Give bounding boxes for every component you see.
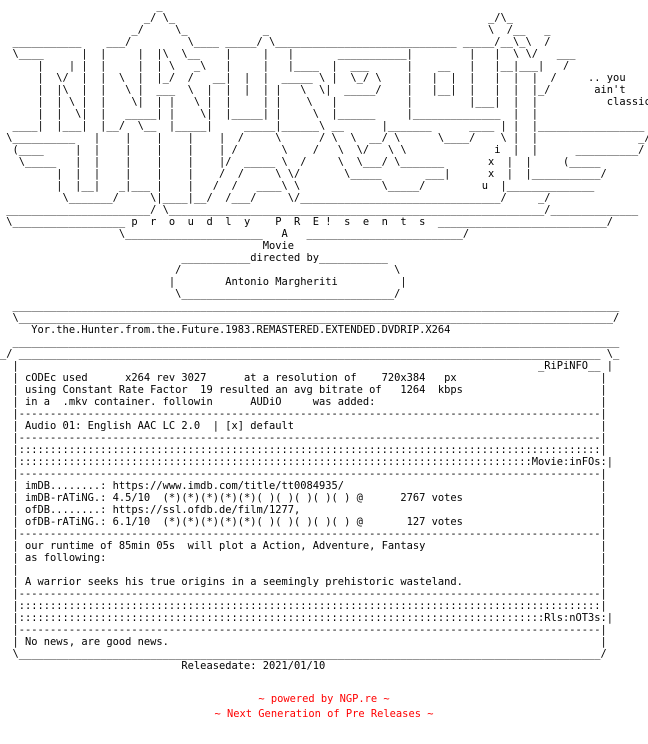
footer-tagline: ~ Next Generation of Pre Releases ~	[214, 708, 434, 720]
nfo-ascii-art: _ _/ \_ _/\_ _/ \_ _ \ /__ _ ___________…	[0, 0, 648, 672]
footer-powered-by: ~ powered by NGP.re ~	[258, 693, 390, 705]
